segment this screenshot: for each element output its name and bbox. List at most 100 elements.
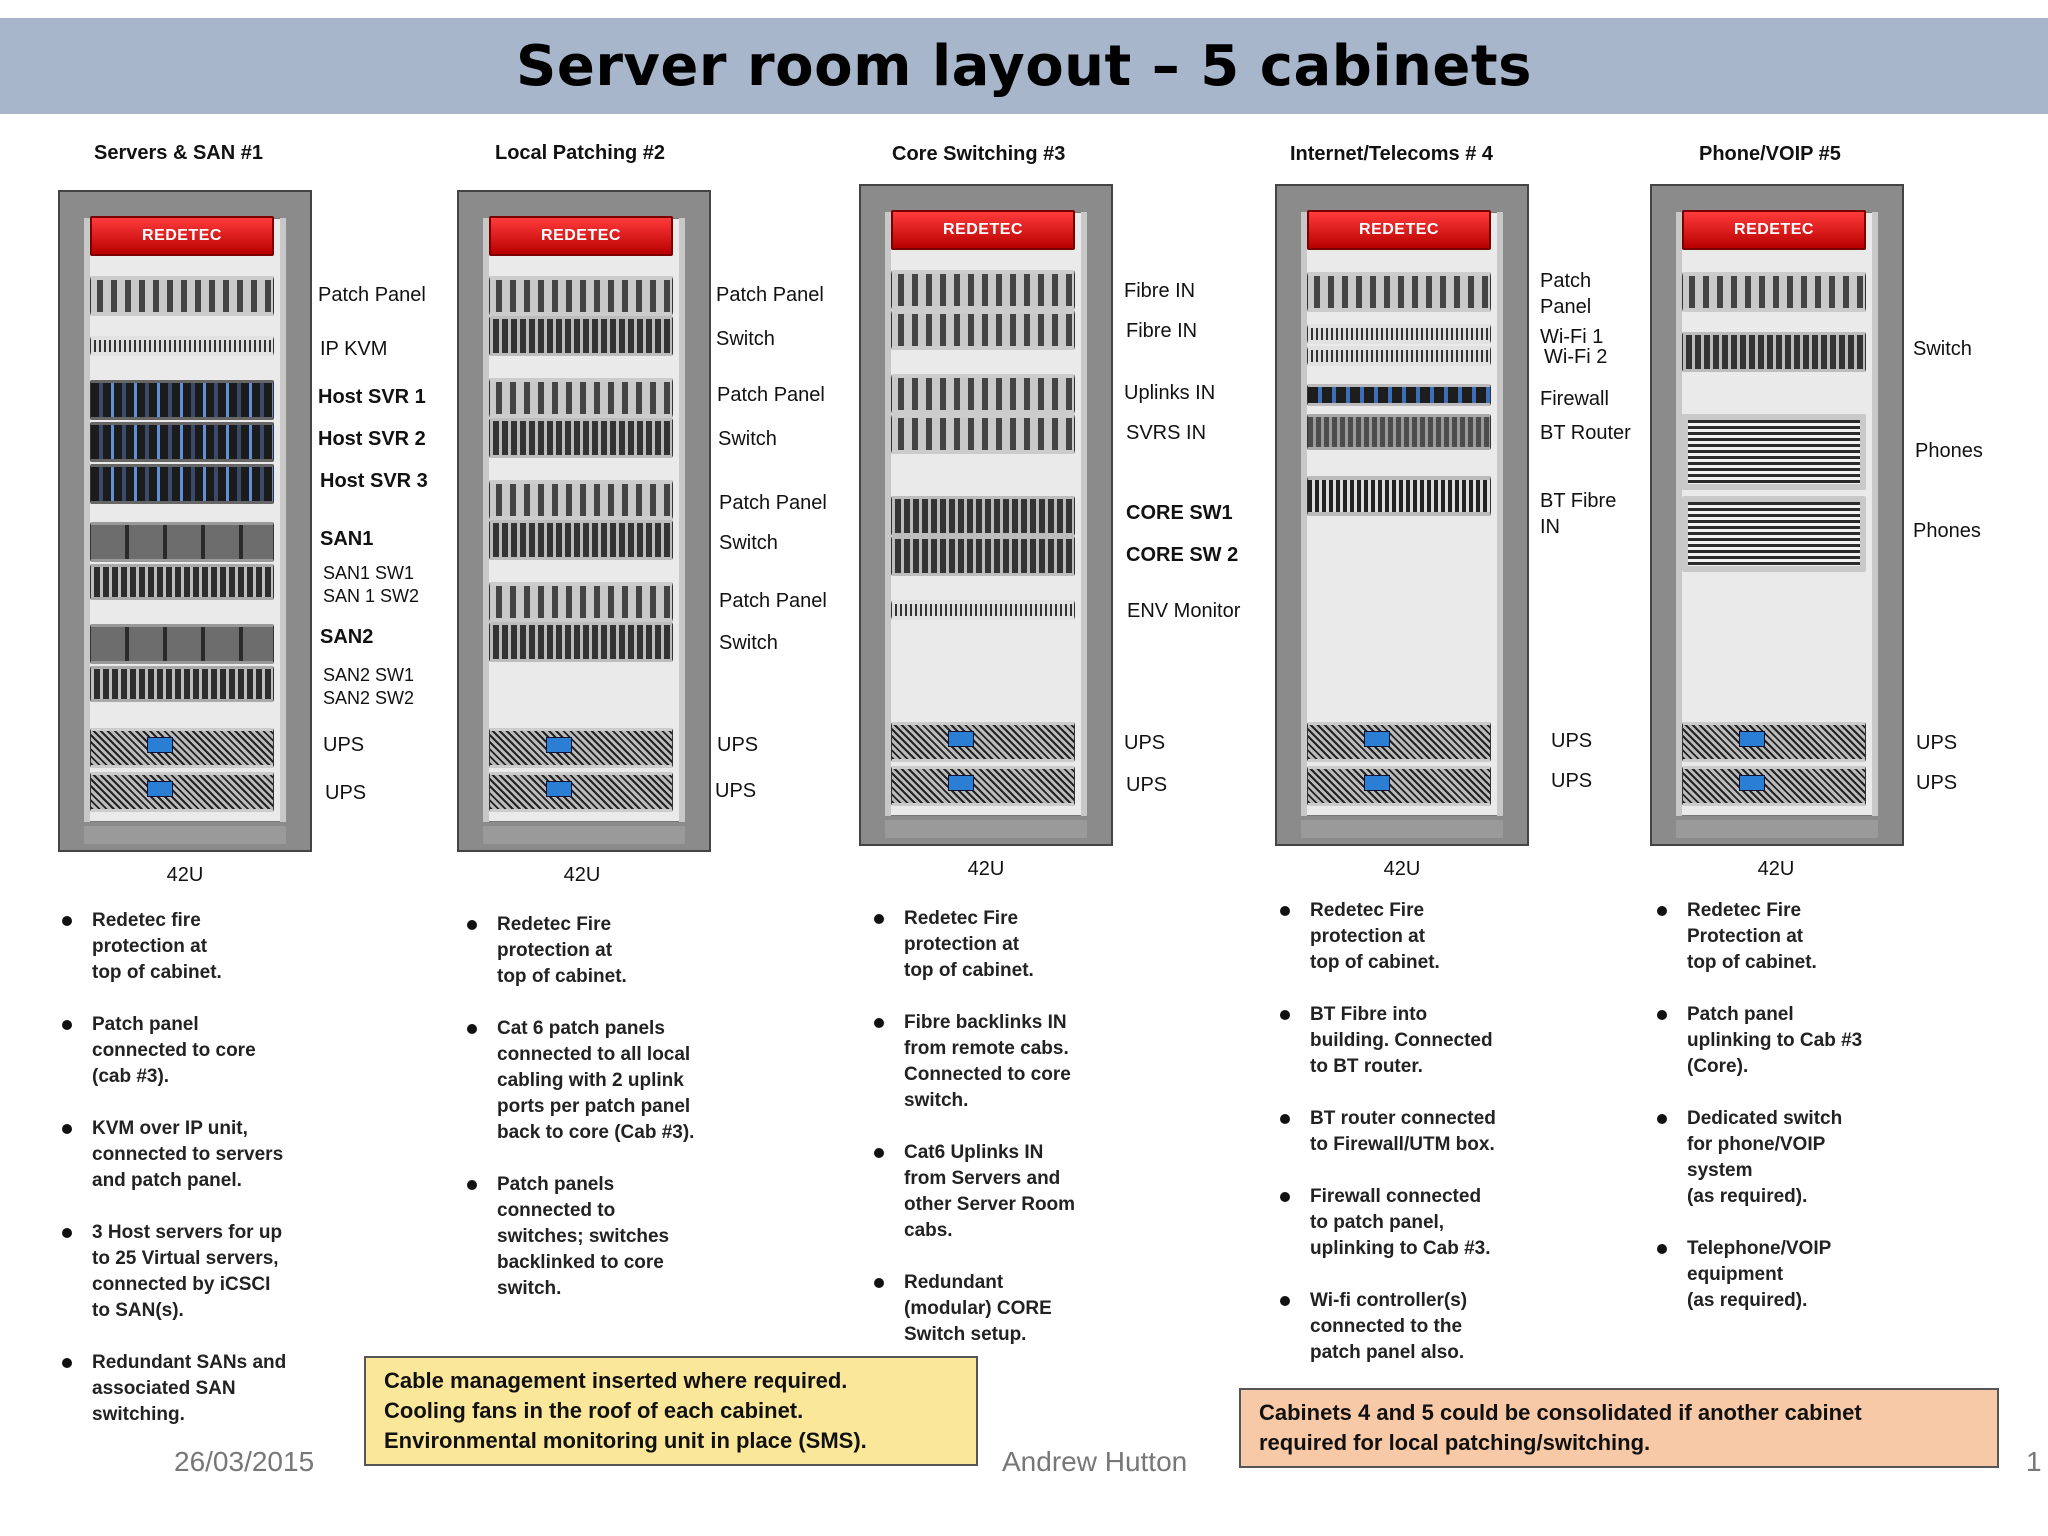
label-phones: Phones bbox=[1915, 440, 1983, 462]
footer-page-number: 1 bbox=[2026, 1446, 2042, 1477]
label-ip-kvm: IP KVM bbox=[320, 338, 388, 360]
servers-patch-panel bbox=[891, 414, 1075, 454]
label-patch-panel: Patch Panel bbox=[717, 384, 825, 406]
label-ups: UPS bbox=[325, 782, 367, 804]
ip-kvm bbox=[90, 336, 274, 356]
label-firewall: Firewall bbox=[1540, 388, 1609, 410]
label-switch: Switch bbox=[719, 632, 778, 654]
cabinet-4-size: 42U bbox=[1383, 858, 1421, 880]
ups-2 bbox=[891, 766, 1075, 806]
fibre-patch-panel bbox=[891, 310, 1075, 350]
label-ups: UPS bbox=[717, 734, 759, 756]
cabinet-4-title: Internet/Telecoms # 4 bbox=[1290, 143, 1494, 165]
switch bbox=[489, 622, 673, 662]
core-switch-2 bbox=[891, 536, 1075, 576]
cabinet-3-rack: REDETEC bbox=[859, 184, 1113, 846]
label-san1: SAN1 bbox=[320, 528, 374, 550]
footer-date: 26/03/2015 bbox=[174, 1446, 315, 1477]
label-ups: UPS bbox=[323, 734, 365, 756]
label-patch-panel: Patch Panel bbox=[1540, 270, 1592, 318]
san-1-switches bbox=[90, 564, 274, 600]
note-item: Cat6 Uplinks IN from Servers and other S… bbox=[872, 1140, 1192, 1244]
phone-system-1 bbox=[1682, 414, 1866, 490]
patch-panel bbox=[1307, 272, 1491, 312]
cabinet-2-size: 42U bbox=[563, 864, 601, 886]
note-item: Telephone/VOIP equipment (as required). bbox=[1655, 1236, 1975, 1314]
rack-base bbox=[1301, 820, 1503, 838]
note-item: Fibre backlinks IN from remote cabs. Con… bbox=[872, 1010, 1192, 1114]
label-patch-panel: Patch Panel bbox=[716, 284, 824, 306]
bt-fibre-unit bbox=[1307, 476, 1491, 516]
note-item: 3 Host servers for up to 25 Virtual serv… bbox=[60, 1220, 360, 1324]
rack-rail bbox=[1497, 212, 1503, 816]
label-fibre-in: Fibre IN bbox=[1124, 280, 1196, 302]
label-patch-panel: Patch Panel bbox=[719, 590, 827, 612]
label-fibre-in: Fibre IN bbox=[1126, 320, 1198, 342]
label-switch: Switch bbox=[718, 428, 777, 450]
note-item: Wi-fi controller(s) connected to the pat… bbox=[1278, 1288, 1598, 1366]
cabinet-2-title: Local Patching #2 bbox=[495, 142, 666, 164]
page-title: Server room layout – 5 cabinets bbox=[516, 33, 1532, 99]
label-switch: Switch bbox=[716, 328, 775, 350]
note-item: Redundant (modular) CORE Switch setup. bbox=[872, 1270, 1192, 1348]
rack-rail bbox=[679, 218, 685, 822]
label-core-sw1: CORE SW1 bbox=[1126, 502, 1233, 524]
patch-panel bbox=[489, 276, 673, 316]
redetec-fire-unit: REDETEC bbox=[90, 216, 274, 256]
patch-panel bbox=[90, 276, 274, 316]
note-item: Dedicated switch for phone/VOIP system (… bbox=[1655, 1106, 1975, 1210]
label-patch-panel: Patch Panel bbox=[719, 492, 827, 514]
note-cabinet-consolidation: Cabinets 4 and 5 could be consolidated i… bbox=[1239, 1388, 1999, 1468]
uplinks-patch-panel bbox=[891, 374, 1075, 414]
wifi-2-controller bbox=[1307, 346, 1491, 366]
label-ups: UPS bbox=[1916, 732, 1958, 754]
cabinet-1-size: 42U bbox=[166, 864, 204, 886]
cabinet-4-notes: Redetec Fire protection at top of cabine… bbox=[1278, 898, 1598, 1392]
rack-base bbox=[1676, 820, 1878, 838]
cabinet-3-title: Core Switching #3 bbox=[892, 143, 1066, 165]
ups-1 bbox=[891, 722, 1075, 762]
cabinet-1-title: Servers & SAN #1 bbox=[94, 142, 263, 164]
rack-rail bbox=[1081, 212, 1087, 816]
cabinet-5-notes: Redetec Fire Protection at top of cabine… bbox=[1655, 898, 1975, 1340]
ups-2 bbox=[90, 772, 274, 812]
switch bbox=[489, 418, 673, 458]
label-host-svr-3: Host SVR 3 bbox=[320, 470, 428, 492]
note-item: Patch panel uplinking to Cab #3 (Core). bbox=[1655, 1002, 1975, 1080]
label-switch: Switch bbox=[719, 532, 778, 554]
cabinet-2-rack: REDETEC bbox=[457, 190, 711, 852]
label-host-svr-2: Host SVR 2 bbox=[318, 428, 426, 450]
fire-unit-label: REDETEC bbox=[1359, 221, 1439, 238]
label-uplinks-in: Uplinks IN bbox=[1124, 382, 1216, 404]
ups-1 bbox=[489, 728, 673, 768]
note-item: KVM over IP unit, connected to servers a… bbox=[60, 1116, 360, 1194]
switch bbox=[489, 316, 673, 356]
label-phones: Phones bbox=[1913, 520, 1981, 542]
rack-rail bbox=[84, 218, 90, 822]
rack-rail bbox=[280, 218, 286, 822]
ups-2 bbox=[1307, 766, 1491, 806]
label-wifi-2: Wi-Fi 2 bbox=[1544, 346, 1608, 368]
cabinet-3-size: 42U bbox=[967, 858, 1005, 880]
rack-base bbox=[483, 826, 685, 844]
note-item: Redetec Fire protection at top of cabine… bbox=[1278, 898, 1598, 976]
redetec-fire-unit: REDETEC bbox=[1307, 210, 1491, 250]
note-item: Redetec Fire protection at top of cabine… bbox=[465, 912, 785, 990]
fire-unit-label: REDETEC bbox=[142, 227, 222, 244]
note-item: Patch panels connected to switches; swit… bbox=[465, 1172, 785, 1302]
note-cable-management: Cable management inserted where required… bbox=[364, 1356, 978, 1466]
phone-system-2 bbox=[1682, 496, 1866, 572]
fire-unit-label: REDETEC bbox=[541, 227, 621, 244]
rack-interior bbox=[84, 218, 286, 822]
patch-panel bbox=[489, 582, 673, 622]
cabinet-3-notes: Redetec Fire protection at top of cabine… bbox=[872, 906, 1192, 1374]
label-ups: UPS bbox=[715, 780, 757, 802]
patch-panel bbox=[489, 480, 673, 520]
host-server-3 bbox=[90, 464, 274, 504]
note-item: Redetec Fire protection at top of cabine… bbox=[872, 906, 1192, 984]
san-2 bbox=[90, 624, 274, 664]
fire-unit-label: REDETEC bbox=[1734, 221, 1814, 238]
redetec-fire-unit: REDETEC bbox=[891, 210, 1075, 250]
host-server-2 bbox=[90, 422, 274, 462]
note-item: Firewall connected to patch panel, uplin… bbox=[1278, 1184, 1598, 1262]
